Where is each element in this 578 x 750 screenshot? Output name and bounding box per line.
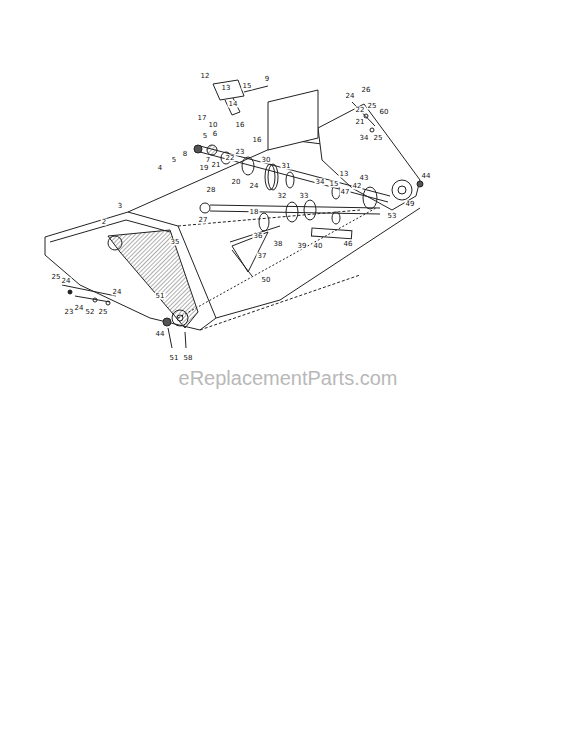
callout-number: 33 [299,193,310,200]
callout-number: 24 [74,305,85,312]
callout-number: 4 [157,165,163,172]
callout-number: 21 [355,119,366,126]
callout-number: 13 [221,85,232,92]
callout-number: 53 [387,213,398,220]
callout-number: 6 [212,131,218,138]
callout-number: 35 [170,239,181,246]
callout-number: 16 [252,137,263,144]
callout-number: 60 [379,109,390,116]
callout-number: 52 [85,309,96,316]
callout-number: 25 [98,309,109,316]
callout-number: 24 [345,93,356,100]
callout-number: 34 [315,179,326,186]
callout-number: 25 [373,135,384,142]
callout-number: 24 [112,289,123,296]
callout-number: 51 [169,355,180,362]
callout-number: 21 [211,162,222,169]
callout-number: 20 [231,179,242,186]
callout-number: 58 [183,355,194,362]
callout-number: 5 [202,133,208,140]
callout-number: 30 [261,157,272,164]
callout-number: 23 [235,149,246,156]
callout-number: 51 [155,293,166,300]
callout-number: 26 [361,87,372,94]
callout-number: 22 [225,155,236,162]
callout-number: 50 [261,277,272,284]
callout-number: 18 [249,209,260,216]
callout-number: 15 [329,181,340,188]
callout-number: 43 [359,175,370,182]
callout-number: 9 [264,76,270,83]
callout-number: 8 [182,151,188,158]
callout-number: 31 [281,163,292,170]
watermark: eReplacementParts.com [179,368,398,388]
callout-number: 40 [313,243,324,250]
callout-number: 22 [355,107,366,114]
callout-number: 12 [200,73,211,80]
callout-number: 37 [257,253,268,260]
callout-number: 24 [61,278,72,285]
callout-number: 49 [405,201,416,208]
callout-number: 28 [206,187,217,194]
callout-number: 2 [101,219,107,226]
callout-number: 3 [117,203,123,210]
callout-number: 36 [253,233,264,240]
callout-number: 16 [235,122,246,129]
callout-number: 24 [249,183,260,190]
callout-number: 14 [228,101,239,108]
callout-number: 5 [171,157,177,164]
callout-number: 39 [297,243,308,250]
callout-number: 25 [367,103,378,110]
callout-number: 44 [421,173,432,180]
callout-number: 34 [359,135,370,142]
callout-number: 15 [242,83,253,90]
callout-number: 42 [352,183,363,190]
callout-number: 10 [208,122,219,129]
callout-number: 47 [340,189,351,196]
callout-number: 13 [339,171,350,178]
callout-number: 38 [273,241,284,248]
callout-number: 44 [155,331,166,338]
callout-number: 27 [198,217,209,224]
callout-number: 46 [343,241,354,248]
callout-number: 32 [277,193,288,200]
callout-number: 19 [199,165,210,172]
callout-number: 17 [197,115,208,122]
